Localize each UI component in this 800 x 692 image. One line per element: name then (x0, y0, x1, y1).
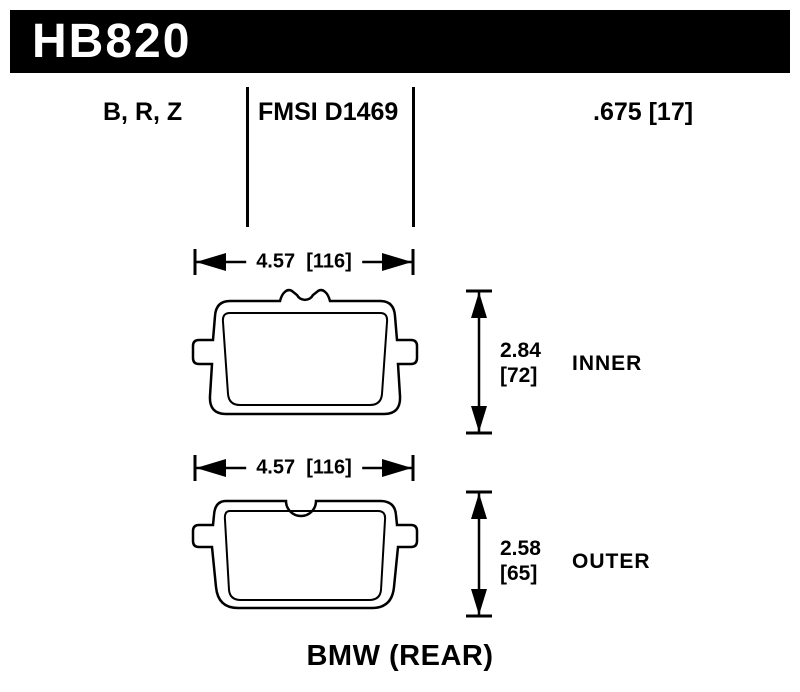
up-arrowhead-icon (471, 292, 487, 318)
height-arrow-icon (466, 490, 492, 618)
inner-pad-outline-icon (191, 288, 419, 416)
outer-pad-outline-icon (191, 499, 419, 610)
inner-pad-width-value: 4.57 [116] (246, 250, 362, 274)
outer-height-inches: 2.58 (500, 537, 541, 560)
divider-line-2 (412, 87, 415, 227)
inner-pad-height-dimension (464, 288, 494, 436)
left-arrowhead-icon (196, 253, 226, 271)
outer-pad-backing-plate (191, 499, 419, 610)
part-number: HB820 (32, 15, 192, 68)
down-arrowhead-icon (471, 406, 487, 432)
outer-pad-width-dimension: 4.57 [116] (192, 453, 416, 483)
vehicle-application: BMW (REAR) (306, 640, 494, 672)
down-arrowhead-icon (471, 589, 487, 615)
inner-pad-backing-plate (191, 288, 419, 416)
inner-pad-friction-outline (221, 312, 389, 406)
left-arrowhead-icon (196, 459, 226, 477)
pad-thickness: .675 [17] (593, 98, 694, 126)
outer-pad-label: OUTER (572, 550, 651, 573)
up-arrowhead-icon (471, 493, 487, 519)
compound-codes: B, R, Z (103, 98, 183, 126)
right-arrowhead-icon (382, 459, 412, 477)
height-arrow-icon (466, 289, 492, 435)
inner-height-mm: [72] (500, 364, 538, 388)
part-number-bar: HB820 (10, 10, 790, 73)
inner-height-inches: 2.84 (500, 339, 541, 362)
outer-pad-height-value: 2.58 [65] (500, 536, 541, 586)
inner-pad-height-value: 2.84 [72] (500, 338, 541, 388)
inner-pad-width-dimension: 4.57 [116] (192, 247, 416, 277)
outer-pad-height-dimension (464, 489, 494, 619)
inner-pad-label: INNER (572, 352, 643, 375)
divider-line-1 (246, 87, 249, 227)
inner-pad-drawing (190, 284, 420, 434)
right-arrowhead-icon (382, 253, 412, 271)
outer-pad-friction-outline (223, 510, 387, 601)
outer-pad-width-value: 4.57 [116] (246, 456, 362, 480)
outer-pad-drawing (190, 487, 420, 622)
outer-height-mm: [65] (500, 562, 538, 586)
fmsi-number: FMSI D1469 (258, 98, 399, 126)
